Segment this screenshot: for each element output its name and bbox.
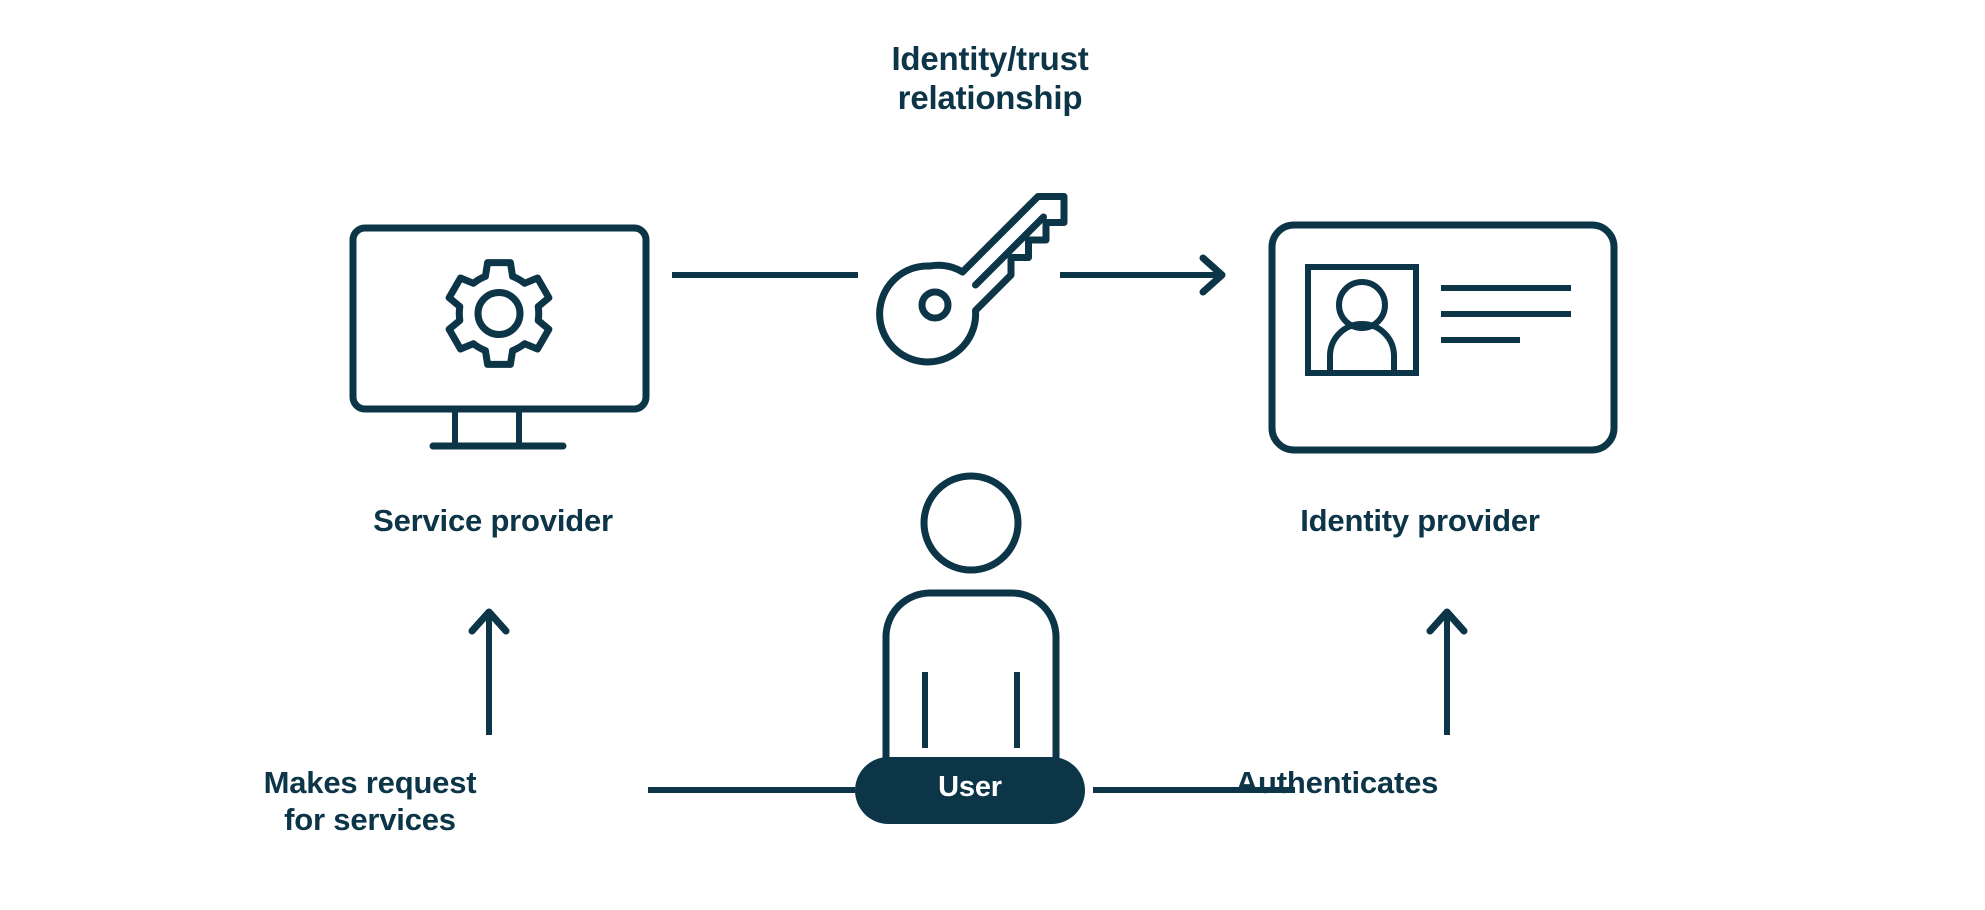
gear-center-hole — [474, 289, 524, 338]
person-body — [882, 589, 1060, 764]
arrow-head-right — [1199, 254, 1226, 296]
id-card-photo-frame — [1305, 264, 1419, 376]
identity-provider-label: Identity provider — [1300, 503, 1540, 538]
key-shaft-line — [972, 213, 1047, 289]
person-icon — [882, 472, 1060, 764]
edge-key-to-idp — [1060, 254, 1226, 296]
arrow-up-identity-provider — [1426, 608, 1468, 735]
gear-icon — [445, 259, 553, 368]
person-head — [920, 472, 1022, 574]
arrow-head-up-right — [1426, 608, 1468, 635]
service-provider-label: Service provider — [373, 503, 613, 538]
id-card-person-head — [1336, 279, 1388, 331]
monitor-gear-icon — [349, 224, 650, 450]
arrow-head-up-left — [468, 608, 510, 635]
id-card-person-shoulders — [1327, 321, 1397, 373]
key-icon — [876, 193, 1068, 366]
id-card-body — [1268, 221, 1618, 454]
monitor-screen — [349, 224, 650, 413]
user-pill-label[interactable]: User — [938, 771, 1002, 803]
user-pill[interactable] — [855, 757, 1085, 824]
id-card-icon — [1268, 221, 1618, 454]
makes-request-label: Makes request for services — [263, 765, 477, 837]
arrow-up-service-provider — [468, 608, 510, 735]
diagram-title: Identity/trust relationship — [891, 40, 1089, 116]
authenticates-label: Authenticates — [1235, 765, 1439, 800]
key-bow-hole — [918, 288, 952, 322]
